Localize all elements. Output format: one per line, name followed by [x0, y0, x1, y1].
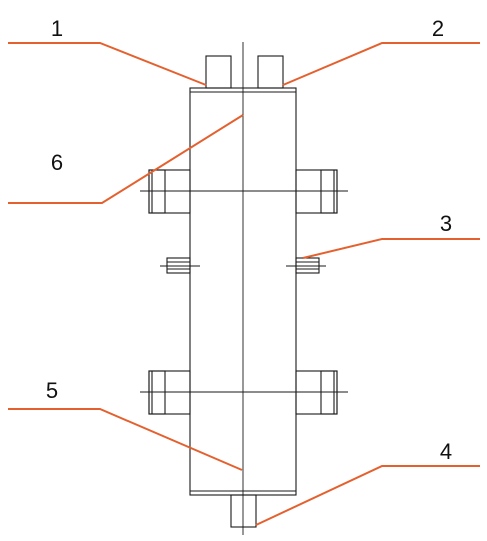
top-left-pipe — [205, 55, 232, 89]
leader-lines — [8, 42, 480, 526]
left-sensor-socket — [160, 257, 200, 274]
callout-6: 6 — [51, 150, 63, 175]
leader-line-3 — [302, 238, 480, 259]
callout-1: 1 — [51, 16, 63, 41]
callout-5: 5 — [46, 378, 58, 403]
leader-line-5 — [8, 408, 243, 471]
upper-right-nozzle — [295, 169, 338, 214]
callout-labels: 1 2 3 4 5 6 — [46, 16, 452, 464]
leader-line-6 — [8, 114, 244, 204]
callout-3: 3 — [440, 211, 452, 236]
lower-right-nozzle — [295, 370, 338, 415]
leader-line-4 — [255, 465, 480, 526]
upper-left-nozzle — [148, 169, 191, 214]
callout-4: 4 — [440, 439, 452, 464]
callout-2: 2 — [432, 16, 444, 41]
bottom-drain-pipe — [230, 494, 257, 528]
lower-left-nozzle — [148, 370, 191, 415]
right-sensor-socket — [286, 257, 326, 274]
leader-line-2 — [282, 42, 480, 86]
center-lines — [140, 42, 348, 535]
leader-line-1 — [8, 42, 207, 86]
top-right-pipe — [257, 55, 284, 89]
